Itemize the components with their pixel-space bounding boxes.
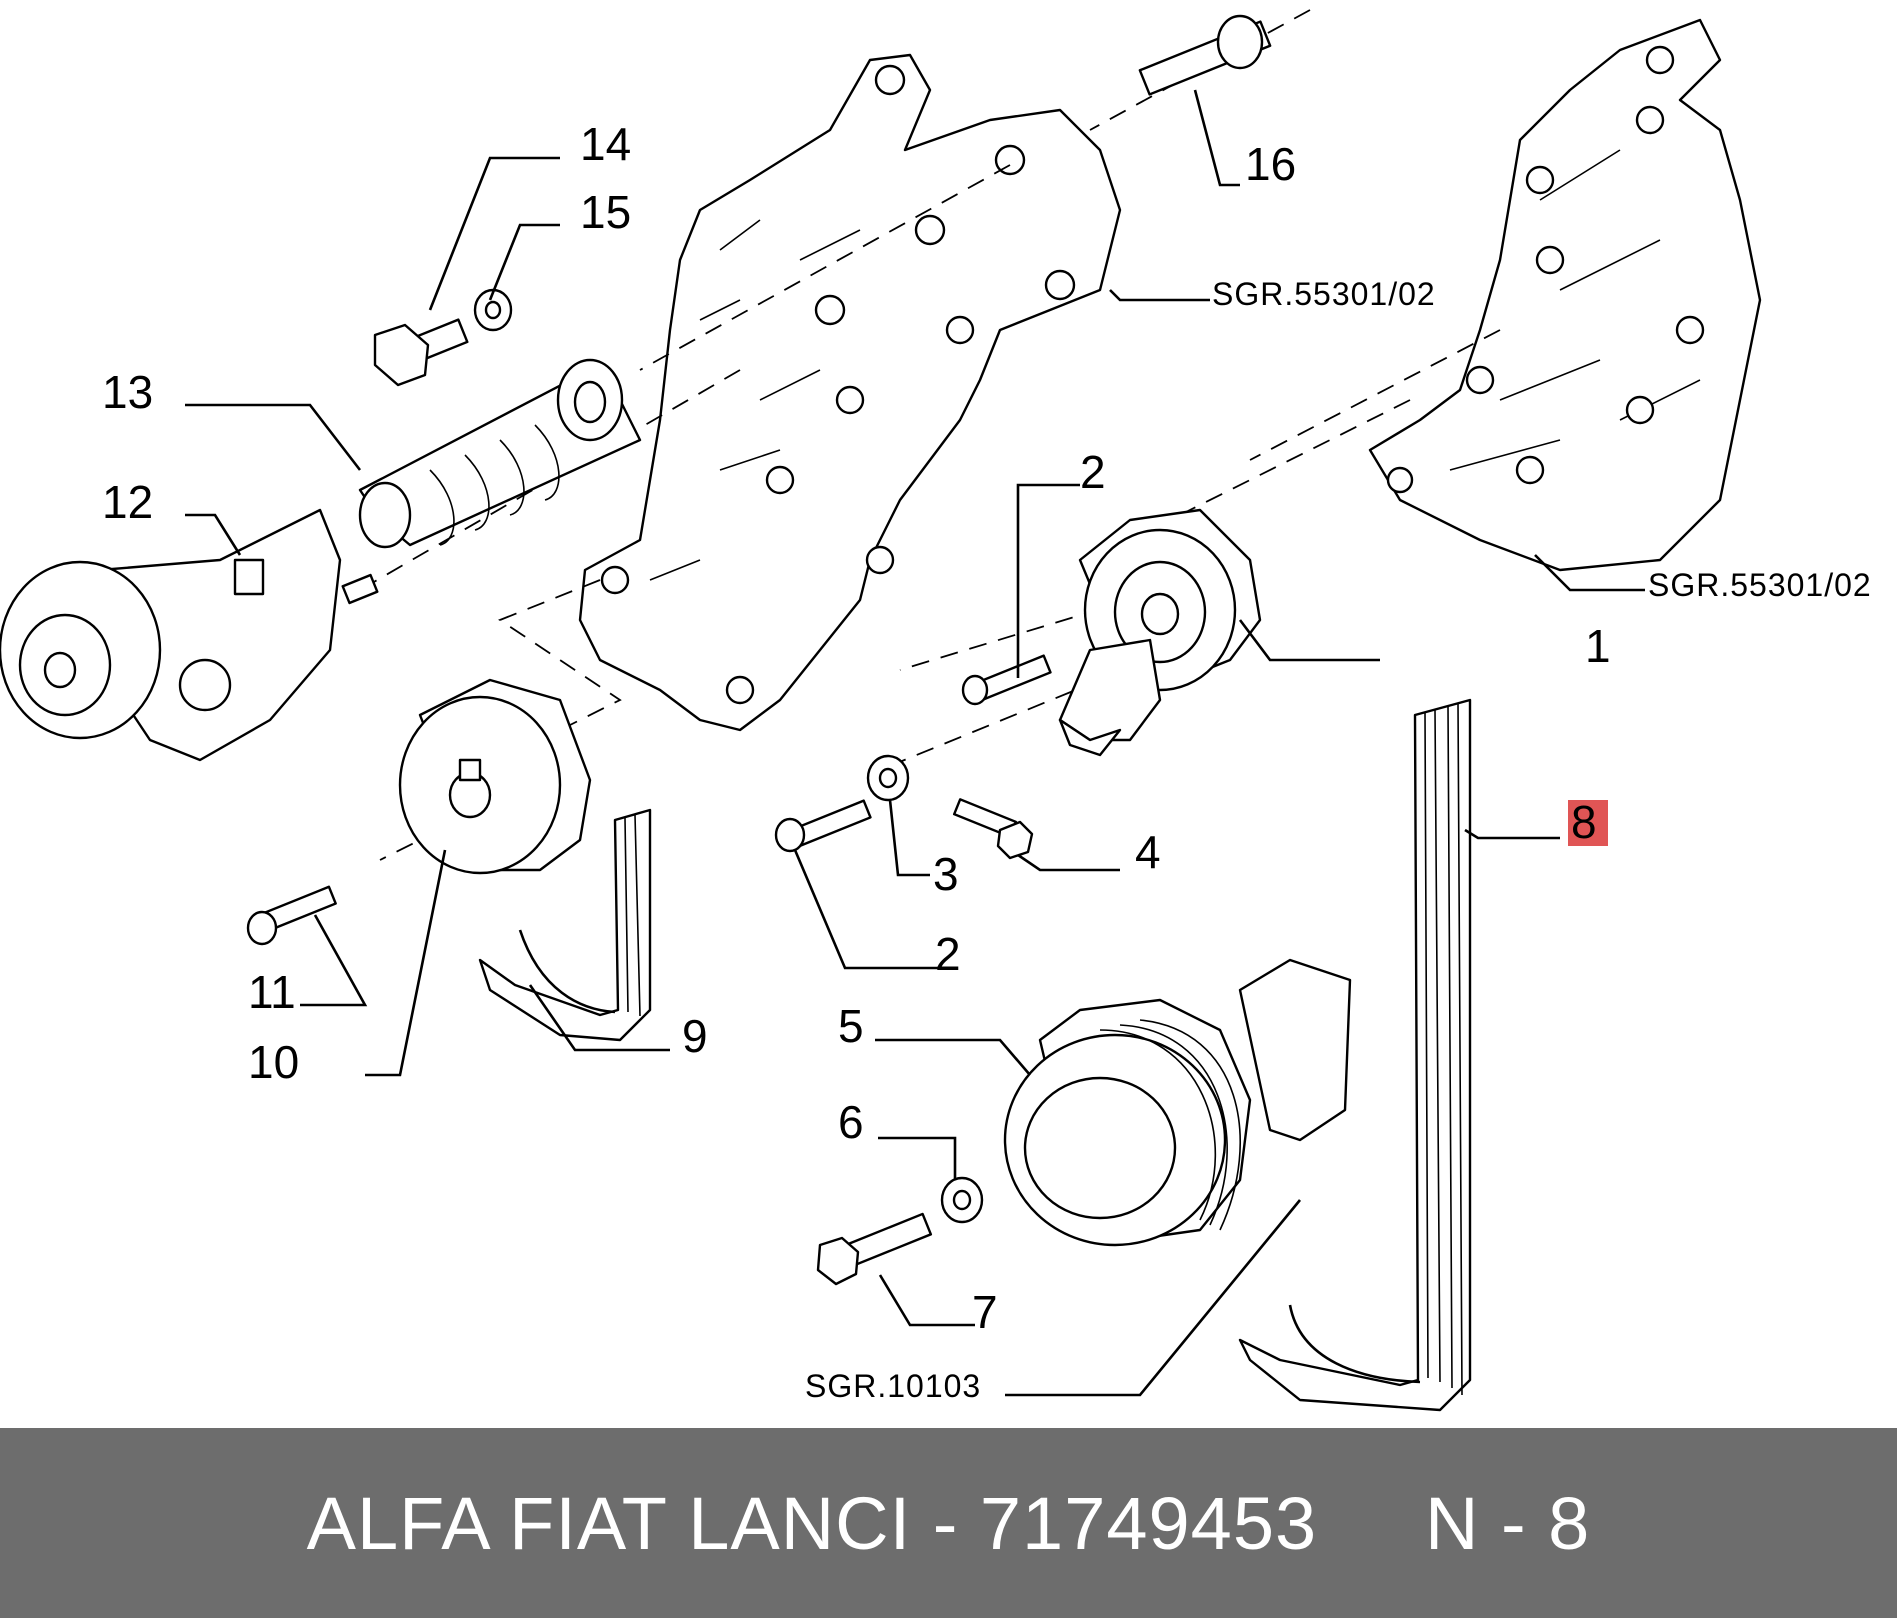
part-6-washer <box>940 1176 984 1224</box>
footer-part-number: ALFA FIAT LANCI - 71749453 N - 8 <box>306 1481 1591 1565</box>
callout-12: 12 <box>102 476 153 528</box>
callout-5: 5 <box>838 1000 864 1052</box>
callout-7: 7 <box>972 1286 998 1338</box>
callout-3: 3 <box>933 848 959 900</box>
part-10-idler-pulley <box>398 678 592 875</box>
idler-bracket <box>1058 638 1162 757</box>
part-5-crank-pulley <box>1003 958 1352 1247</box>
reference-bottom: SGR.10103 <box>805 1368 981 1404</box>
callout-labels: 14 15 13 12 16 2 1 8 4 3 2 9 11 10 5 6 7… <box>102 118 1872 1404</box>
part-14-nut <box>373 318 469 387</box>
callout-2-upper: 2 <box>1080 446 1106 498</box>
leader-lines <box>185 89 1645 1397</box>
callout-4: 4 <box>1135 826 1161 878</box>
part-4-bolt <box>952 798 1034 860</box>
callout-13: 13 <box>102 366 153 418</box>
callout-1: 1 <box>1585 620 1611 672</box>
part-2-screw-lower <box>774 799 872 853</box>
part-12-tensioner <box>0 508 379 762</box>
part-16-bolt <box>1138 14 1272 96</box>
reference-right: SGR.55301/02 <box>1648 567 1872 603</box>
part-3-washer <box>866 754 910 802</box>
callout-15: 15 <box>580 186 631 238</box>
callout-10: 10 <box>248 1036 299 1088</box>
callout-9: 9 <box>682 1010 708 1062</box>
callout-14: 14 <box>580 118 631 170</box>
part-13-damper <box>358 358 642 549</box>
callout-6: 6 <box>838 1096 864 1148</box>
callout-2-lower: 2 <box>935 928 961 980</box>
part-8-belt <box>1238 698 1472 1412</box>
callout-8: 8 <box>1571 796 1597 848</box>
footer-banner: ALFA FIAT LANCI - 71749453 N - 8 <box>0 1428 1897 1618</box>
part-2-screw-upper <box>961 654 1052 706</box>
engine-bracket-left <box>578 53 1122 732</box>
part-11-screw <box>246 885 337 946</box>
parts-diagram: 14 15 13 12 16 2 1 8 4 3 2 9 11 10 5 6 7… <box>0 9 1872 1412</box>
callout-8-highlight <box>1568 800 1608 846</box>
engine-bracket-right <box>1368 18 1762 572</box>
reference-top: SGR.55301/02 <box>1212 276 1436 312</box>
part-7-bolt <box>816 1212 933 1286</box>
part-9-belt <box>478 808 652 1042</box>
callout-16: 16 <box>1245 138 1296 190</box>
callout-11: 11 <box>248 966 296 1018</box>
